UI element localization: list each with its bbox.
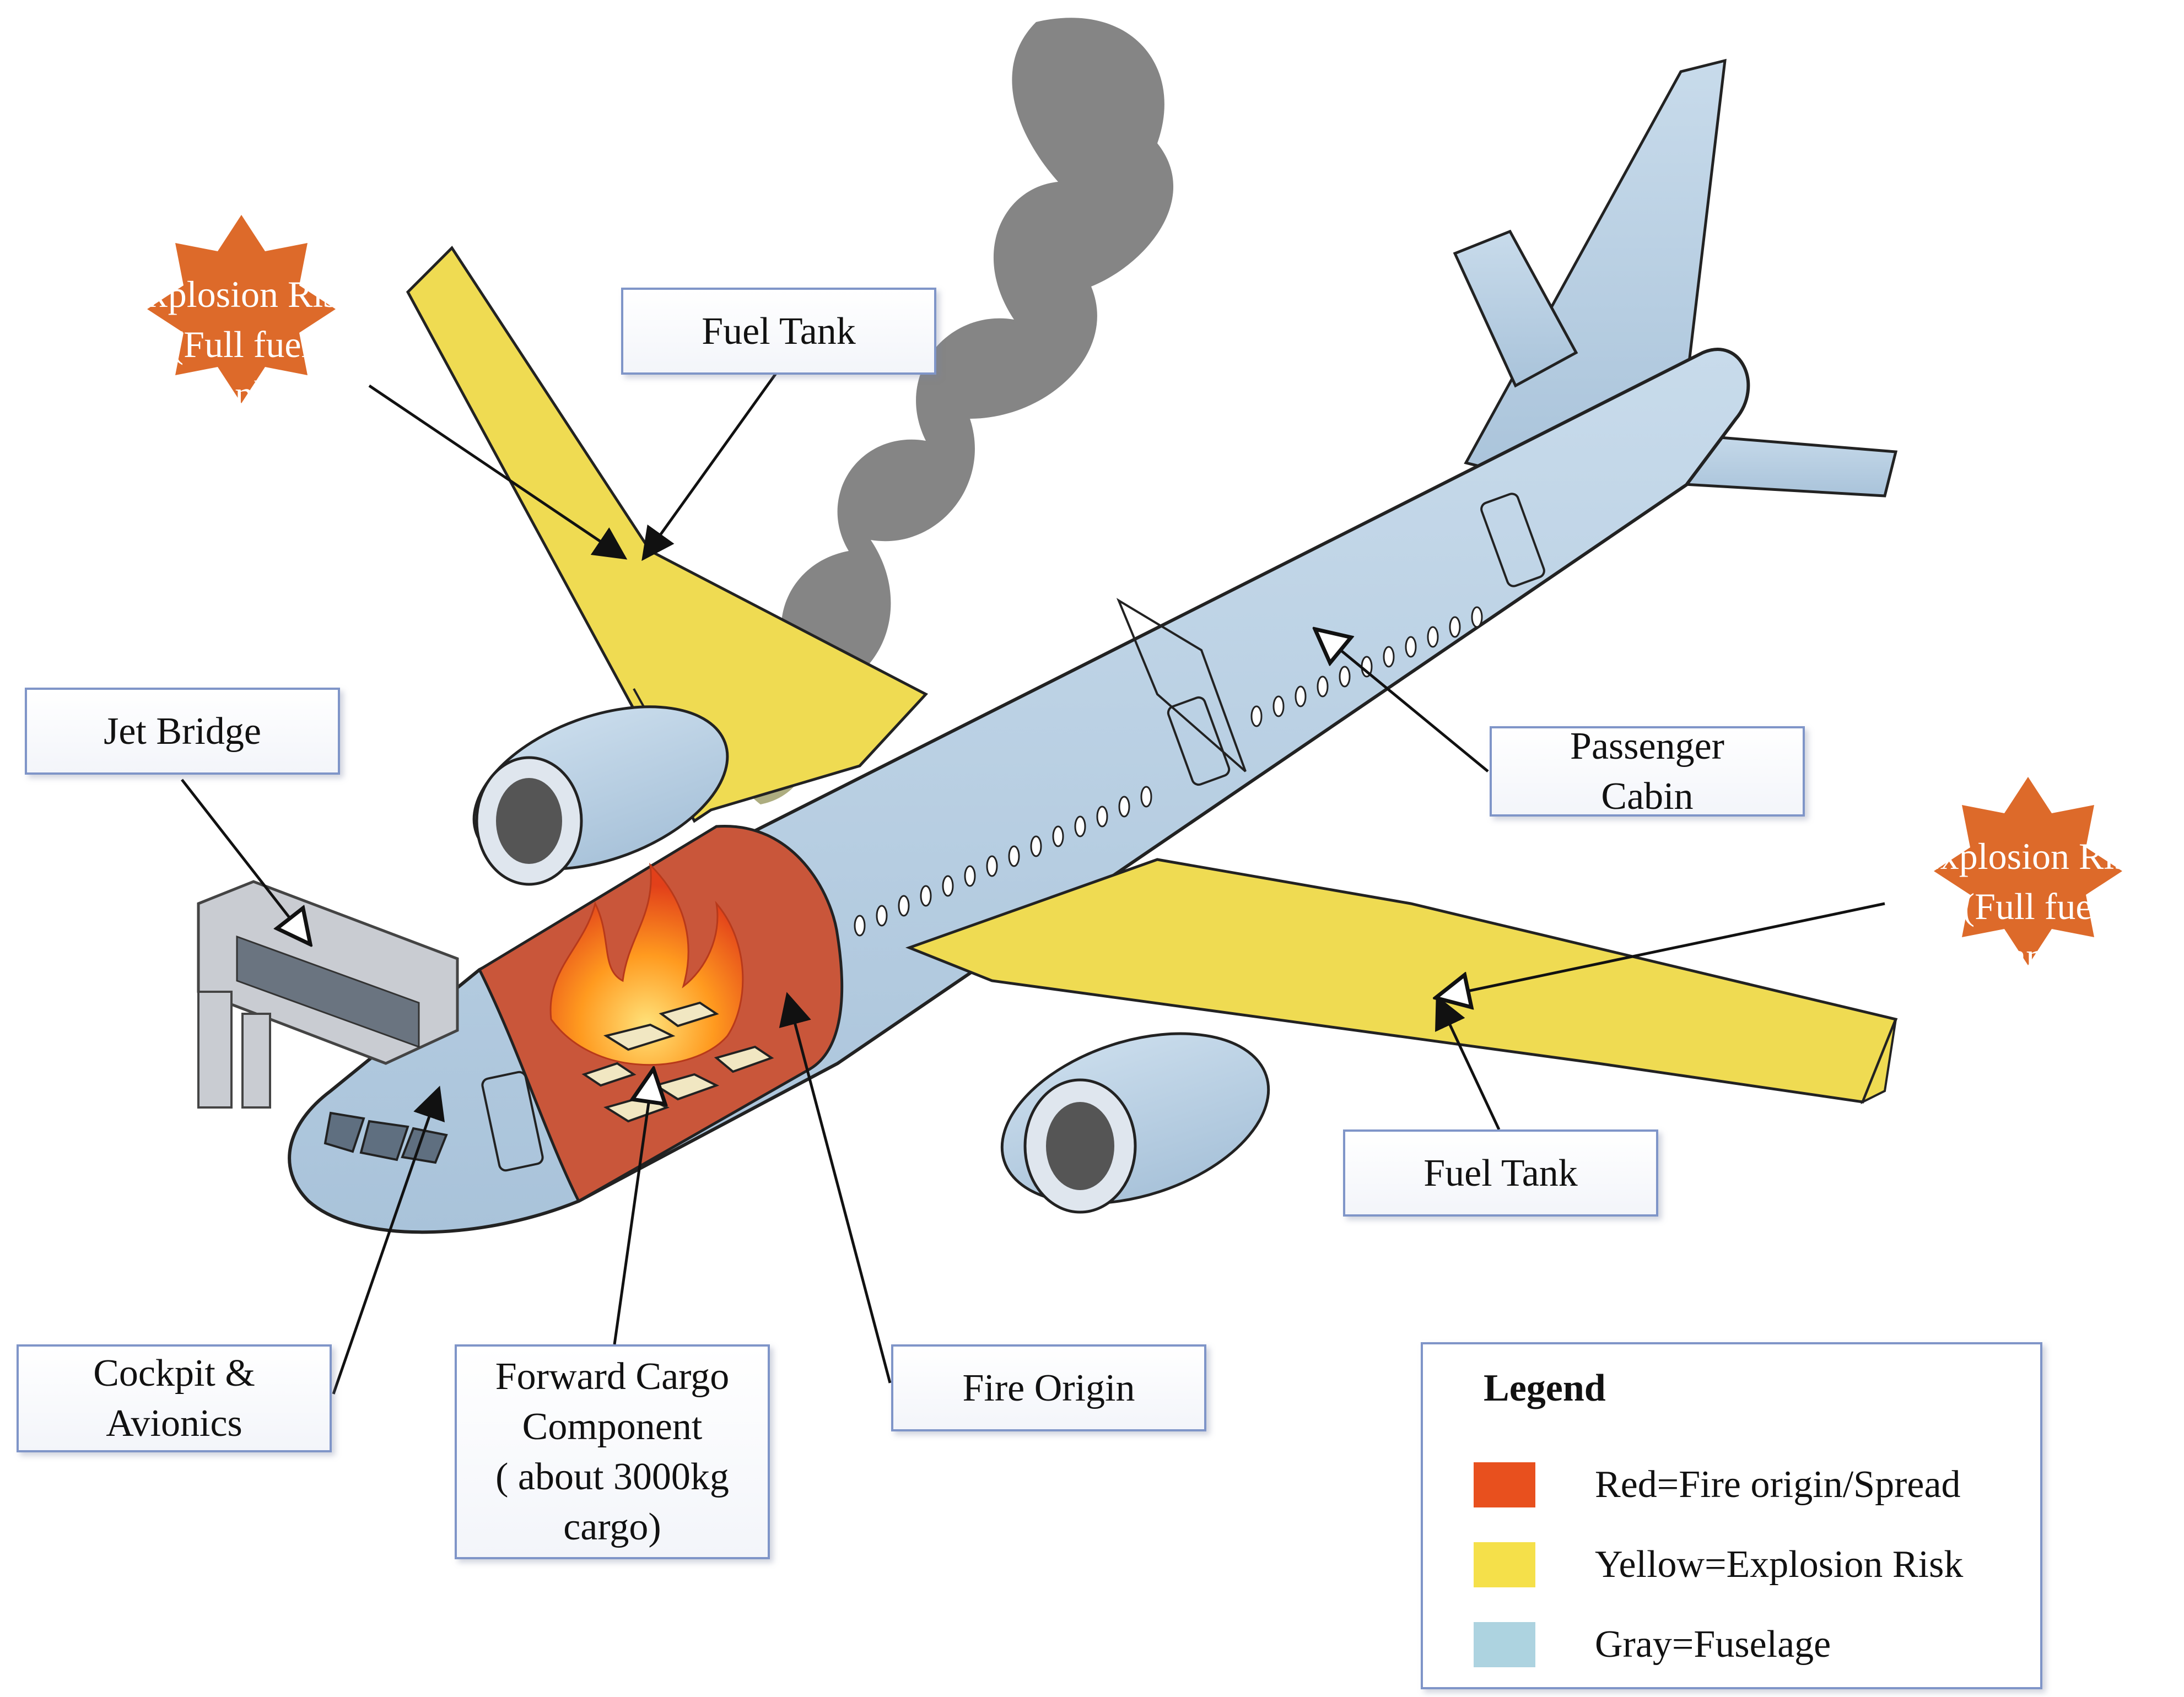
- arrow-explosion-right: [1438, 902, 1885, 997]
- left-engine: [472, 705, 729, 886]
- legend-item-explosion: Yellow=Explosion Risk: [1474, 1540, 1963, 1590]
- arrow-forward-cargo: [613, 1072, 653, 1345]
- forward-cargo-box: Forward Cargo Component ( about 3000kg c…: [455, 1344, 770, 1559]
- window-row: [854, 606, 1483, 937]
- legend: Legend Red=Fire origin/Spread Yellow=Exp…: [1421, 1342, 2042, 1689]
- forward-cargo-label: Forward Cargo Component ( about 3000kg c…: [495, 1355, 730, 1548]
- arrow-passenger-cabin: [1317, 631, 1489, 772]
- arrow-fuel-tank-top: [641, 371, 779, 561]
- fire-origin-box: Fire Origin: [891, 1344, 1206, 1431]
- arrow-explosion-left: [368, 384, 628, 560]
- arrow-fuel-tank-bottom: [1435, 995, 1501, 1131]
- legend-item-fuselage: Gray=Fuselage: [1474, 1620, 1831, 1669]
- legend-item-fire: Red=Fire origin/Spread: [1474, 1460, 1961, 1510]
- arrow-fire-origin: [779, 992, 892, 1383]
- explosion-burst-left: [147, 215, 336, 403]
- jet-bridge-label: Jet Bridge: [104, 710, 261, 753]
- legend-title: Legend: [1484, 1367, 1606, 1409]
- jet-bridge-structure: [197, 880, 459, 1109]
- fuel-tank-bottom-box: Fuel Tank: [1343, 1129, 1658, 1217]
- right-engine: [1000, 1032, 1270, 1214]
- fire-origin-label: Fire Origin: [962, 1366, 1135, 1409]
- arrow-jet-bridge: [181, 779, 309, 942]
- fuel-tank-top-label: Fuel Tank: [702, 310, 856, 353]
- legend-text-fuselage: Gray=Fuselage: [1595, 1623, 1831, 1666]
- cockpit-label: Cockpit & Avionics: [93, 1352, 255, 1445]
- passenger-cabin-label: Passenger Cabin: [1570, 725, 1724, 818]
- explosion-risk-right-label: Explosion Risk (Full fuel Tank): [1917, 835, 2148, 977]
- right-wing: [905, 858, 1898, 1105]
- fuel-tank-bottom-label: Fuel Tank: [1423, 1152, 1578, 1195]
- passenger-cabin-box: Passenger Cabin: [1490, 725, 1805, 818]
- explosion-burst-right: [1934, 777, 2122, 965]
- legend-swatch-red: [1474, 1462, 1535, 1507]
- jet-bridge-box: Jet Bridge: [25, 688, 340, 775]
- explosion-risk-left-label: Explosion Risk (Full fuel Tank): [126, 273, 357, 415]
- legend-text-explosion: Yellow=Explosion Risk: [1595, 1543, 1964, 1586]
- legend-swatch-gray: [1474, 1622, 1535, 1667]
- cockpit-box: Cockpit & Avionics: [17, 1344, 332, 1452]
- leader-arrows: [181, 371, 1885, 1395]
- fuel-tank-top-box: Fuel Tank: [621, 288, 936, 375]
- legend-swatch-yellow: [1474, 1542, 1535, 1587]
- legend-text-fire: Red=Fire origin/Spread: [1595, 1463, 1961, 1506]
- arrow-cockpit: [332, 1085, 445, 1395]
